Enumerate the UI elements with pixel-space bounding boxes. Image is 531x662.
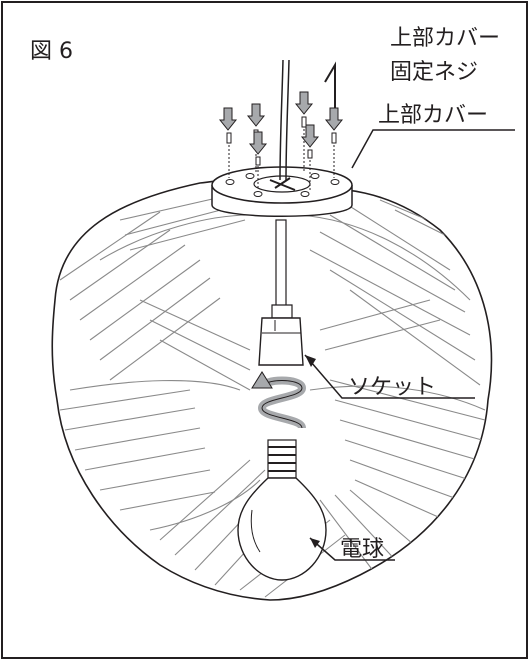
figure-number-label: 図 6 (30, 39, 73, 64)
bulb-label: 電球 (340, 537, 384, 562)
rotation-arrow-icon (251, 371, 307, 430)
top-cover-label: 上部カバー (378, 103, 488, 128)
globe-pattern (59, 194, 486, 598)
bulb-leader (309, 537, 395, 561)
top-cover-leader (351, 129, 515, 169)
top-cover (211, 166, 353, 217)
top-cover-screw-label-line2: 固定ネジ (390, 60, 478, 85)
socket (258, 304, 304, 366)
power-cord (279, 59, 284, 181)
socket-label: ソケット (348, 375, 436, 400)
screw-leader (324, 61, 336, 108)
screws (218, 91, 344, 190)
socket-leader (304, 354, 475, 399)
globe-shade (51, 177, 493, 601)
hanging-rod (275, 219, 287, 311)
top-cover-screw-label-line1: 上部カバー (390, 26, 500, 51)
light-bulb (237, 439, 327, 581)
